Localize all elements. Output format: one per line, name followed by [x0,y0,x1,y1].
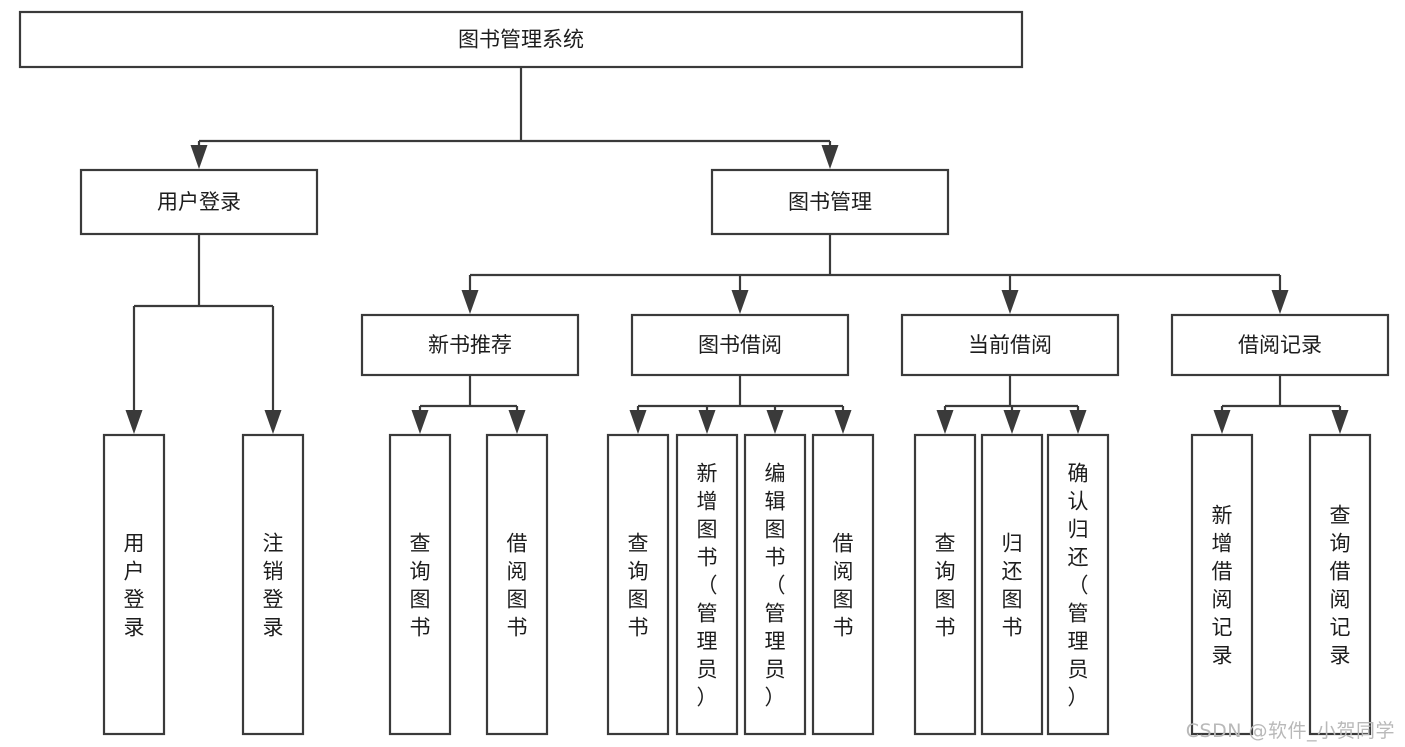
node-label-borrow-record: 借阅记录 [1238,333,1322,357]
node-leaf-edit-book[interactable]: 编辑图书（管理员） [743,433,807,736]
node-label-leaf-query-book-borrow: 查询图书 [628,531,649,639]
node-label-leaf-borrow-book: 借阅图书 [833,531,854,639]
node-label-book-manage: 图书管理 [788,190,872,214]
node-box-leaf-logout [241,433,305,736]
node-user-login[interactable]: 用户登录 [79,168,319,236]
node-label-leaf-user-login: 用户登录 [124,531,145,639]
node-label-book-borrow: 图书借阅 [698,333,782,357]
node-box-root [18,10,1024,69]
node-box-leaf-borrow-book [811,433,875,736]
node-box-book-manage [710,168,950,236]
node-book-manage[interactable]: 图书管理 [710,168,950,236]
node-leaf-query-book-rec[interactable]: 查询图书 [388,433,452,736]
node-layer: 图书管理系统用户登录图书管理新书推荐图书借阅当前借阅借阅记录用户登录注销登录查询… [18,10,1390,736]
node-label-leaf-return-book: 归还图书 [1002,531,1023,639]
node-label-current-borrow: 当前借阅 [968,333,1052,357]
node-label-leaf-borrow-book-rec: 借阅图书 [507,531,528,639]
node-box-leaf-query-book-borrow [606,433,670,736]
node-label-user-login: 用户登录 [157,190,241,214]
node-book-borrow[interactable]: 图书借阅 [630,313,850,377]
node-leaf-logout[interactable]: 注销登录 [241,433,305,736]
node-label-leaf-edit-book: 编辑图书（管理员） [765,461,786,709]
node-leaf-borrow-book-rec[interactable]: 借阅图书 [485,433,549,736]
node-label-leaf-confirm-return: 确认归还（管理员） [1068,461,1089,709]
node-leaf-borrow-book[interactable]: 借阅图书 [811,433,875,736]
node-root[interactable]: 图书管理系统 [18,10,1024,69]
node-box-leaf-confirm-return [1046,433,1110,736]
node-leaf-return-book[interactable]: 归还图书 [980,433,1044,736]
node-box-leaf-user-login [102,433,166,736]
node-leaf-add-borrow-record[interactable]: 新增借阅记录 [1190,433,1254,736]
node-label-leaf-logout: 注销登录 [263,531,284,639]
node-leaf-query-book-current[interactable]: 查询图书 [913,433,977,736]
node-leaf-confirm-return[interactable]: 确认归还（管理员） [1046,433,1110,736]
node-box-leaf-add-borrow-record [1190,433,1254,736]
node-borrow-record[interactable]: 借阅记录 [1170,313,1390,377]
node-box-book-borrow [630,313,850,377]
node-box-leaf-query-book-rec [388,433,452,736]
node-box-leaf-return-book [980,433,1044,736]
connector-layer [125,67,1349,434]
node-label-root: 图书管理系统 [458,28,584,52]
node-box-leaf-query-book-current [913,433,977,736]
node-box-user-login [79,168,319,236]
node-leaf-add-book[interactable]: 新增图书（管理员） [675,433,739,736]
node-leaf-query-book-borrow[interactable]: 查询图书 [606,433,670,736]
node-box-borrow-record [1170,313,1390,377]
node-new-book-rec[interactable]: 新书推荐 [360,313,580,377]
node-label-leaf-query-book-rec: 查询图书 [410,531,431,639]
node-label-leaf-add-borrow-record: 新增借阅记录 [1212,503,1233,667]
node-box-current-borrow [900,313,1120,377]
node-box-new-book-rec [360,313,580,377]
node-leaf-user-login[interactable]: 用户登录 [102,433,166,736]
node-box-leaf-query-borrow-record [1308,433,1372,736]
node-label-new-book-rec: 新书推荐 [428,333,512,357]
node-current-borrow[interactable]: 当前借阅 [900,313,1120,377]
node-box-leaf-edit-book [743,433,807,736]
node-label-leaf-query-borrow-record: 查询借阅记录 [1330,503,1351,667]
node-label-leaf-add-book: 新增图书（管理员） [697,461,718,709]
csdn-watermark: CSDN @软件_小贺同学 [1185,720,1395,742]
node-box-leaf-borrow-book-rec [485,433,549,736]
node-box-leaf-add-book [675,433,739,736]
node-leaf-query-borrow-record[interactable]: 查询借阅记录 [1308,433,1372,736]
node-label-leaf-query-book-current: 查询图书 [935,531,956,639]
